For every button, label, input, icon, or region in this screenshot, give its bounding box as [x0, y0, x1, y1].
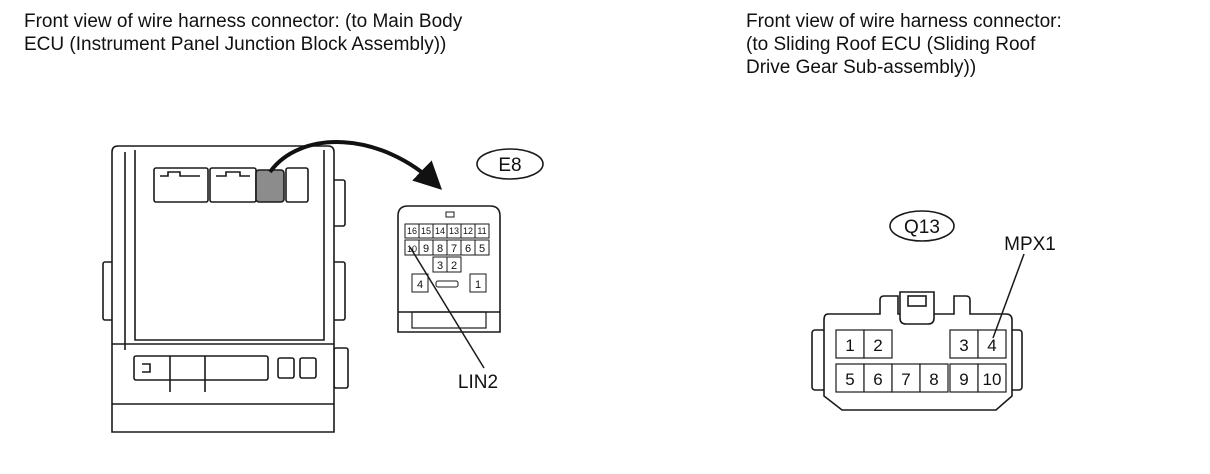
e8-pin-2: 2	[451, 260, 457, 272]
q13-pin-3: 3	[959, 336, 968, 355]
e8-pin-4: 4	[417, 279, 423, 291]
e8-pin-14: 14	[435, 226, 445, 236]
left-caption-line-2: ECU (Instrument Panel Junction Block Ass…	[24, 34, 447, 55]
e8-pin-9: 9	[423, 243, 429, 255]
q13-pin-5: 5	[845, 370, 854, 389]
q13-pin-10: 10	[983, 370, 1002, 389]
right-caption-line-2: (to Sliding Roof ECU (Sliding Roof	[746, 34, 1036, 55]
junction-block-illustration	[102, 145, 349, 433]
e8-pin-15: 15	[421, 226, 431, 236]
highlight-arrow	[268, 140, 443, 190]
q13-pin-2: 2	[873, 336, 882, 355]
e8-pin-11: 11	[477, 226, 486, 236]
e8-id-ellipse	[476, 148, 544, 180]
e8-pin-12: 12	[463, 226, 473, 236]
q13-id-label: Q13	[904, 217, 940, 238]
q13-pin-9: 9	[959, 370, 968, 389]
connector-q13: Q13 1 2 3 4 5 6 7	[811, 210, 1056, 411]
e8-pin-7: 7	[451, 243, 457, 255]
connector-e8: E8 16 15 14 13 12 11	[397, 148, 544, 393]
q13-pin-7: 7	[901, 370, 910, 389]
q13-id-ellipse	[889, 210, 955, 242]
left-connector-caption: Front view of wire harness connector: (t…	[24, 10, 462, 56]
lin2-label: LIN2	[458, 372, 498, 393]
e8-id-label: E8	[498, 155, 521, 176]
left-caption-line-1: Front view of wire harness connector: (t…	[24, 11, 463, 32]
e8-pin-16: 16	[407, 226, 417, 236]
e8-pin-8: 8	[437, 243, 443, 255]
e8-pin-3: 3	[437, 260, 443, 272]
right-connector-caption: Front view of wire harness connector: (t…	[746, 10, 1062, 79]
e8-pin-5: 5	[479, 243, 485, 255]
q13-pin-1: 1	[845, 336, 854, 355]
e8-pin-13: 13	[449, 226, 459, 236]
q13-pin-6: 6	[873, 370, 882, 389]
q13-pin-4: 4	[987, 336, 996, 355]
mpx1-leader-line	[992, 253, 1025, 339]
mpx1-label: MPX1	[1004, 234, 1056, 255]
e8-pin-6: 6	[465, 243, 471, 255]
right-caption-line-3: Drive Gear Sub-assembly))	[746, 57, 977, 78]
e8-pin-1: 1	[475, 279, 481, 291]
right-caption-line-1: Front view of wire harness connector:	[746, 11, 1062, 32]
q13-pin-8: 8	[929, 370, 938, 389]
lin2-leader-line	[409, 246, 485, 369]
